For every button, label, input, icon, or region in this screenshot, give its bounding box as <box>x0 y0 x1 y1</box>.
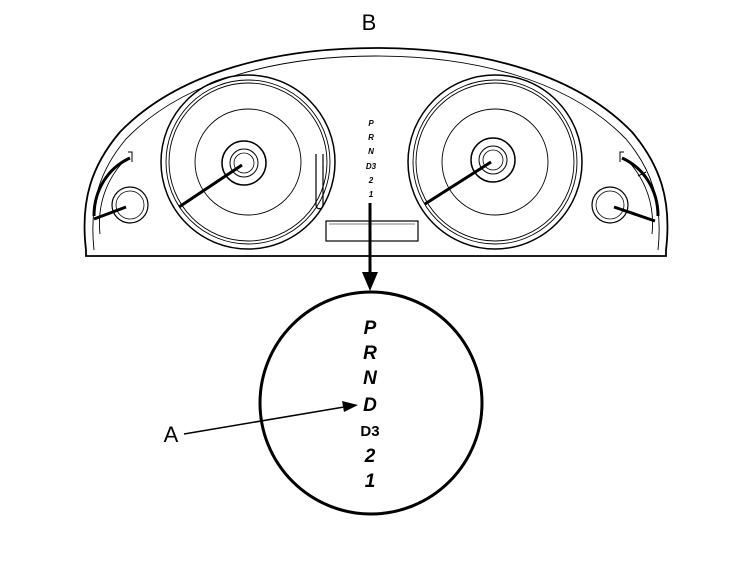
cluster-gear-2: 2 <box>368 176 374 185</box>
magnified-gear-p: P <box>364 318 377 339</box>
odometer-display <box>325 220 419 242</box>
callout-a-arrowhead <box>342 401 358 412</box>
left-small-gauge <box>92 151 149 224</box>
magnified-gear-d: D <box>363 395 377 416</box>
callout-a-label: A <box>164 422 179 447</box>
magnified-gear-indicator: P R N D D3 2 1 <box>258 290 484 516</box>
magnify-arrow <box>362 203 378 291</box>
magnified-gear-d3: D3 <box>360 423 379 440</box>
cluster-gear-r: R <box>368 133 374 142</box>
cluster-gear-n: N <box>368 147 374 156</box>
callout-b-label: B <box>362 10 377 35</box>
cluster-gear-d3: D3 <box>366 162 377 171</box>
magnified-gear-n: N <box>363 368 378 389</box>
magnified-gear-r: R <box>363 343 377 364</box>
left-small-gauge-needle <box>93 205 127 221</box>
magnified-gear-1: 1 <box>365 471 376 492</box>
right-main-gauge-needle <box>424 160 492 206</box>
right-small-gauge-needle <box>613 205 656 223</box>
left-main-gauge <box>160 74 336 250</box>
right-main-gauge <box>407 74 583 250</box>
cluster-gear-1: 1 <box>369 190 374 199</box>
right-small-gauge <box>591 151 660 224</box>
left-main-gauge-needle <box>178 163 243 209</box>
magnified-gear-2: 2 <box>364 446 376 467</box>
instrument-cluster <box>83 47 669 257</box>
cluster-gear-indicator: P R N D3 2 1 <box>366 119 377 199</box>
cluster-gear-p: P <box>368 119 374 128</box>
callout-a: A <box>164 401 358 447</box>
magnify-arrowhead <box>362 272 378 291</box>
